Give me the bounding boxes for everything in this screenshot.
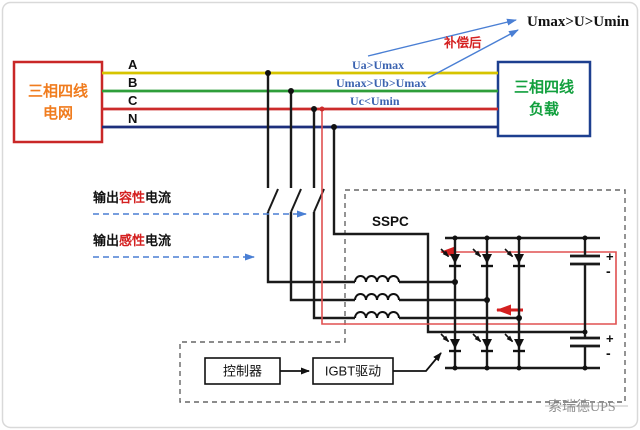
phase-drops [266, 73, 585, 334]
controller-label: 控制器 [223, 364, 262, 379]
wire-a-bottom [266, 212, 355, 284]
result-label: Umax>U>Umin [527, 14, 630, 30]
inductive-suffix: 电流 [145, 233, 171, 248]
junction-dot [582, 329, 588, 335]
compensation-arrow-2 [427, 29, 519, 79]
wire-b-bottom [289, 212, 355, 302]
compensation-arrow-1 [367, 18, 517, 57]
junction-dot [452, 235, 458, 241]
junction-dot [484, 297, 490, 303]
igbt-icon [505, 334, 525, 351]
voltage-label-ub: Umax>Ub>Umax [336, 76, 426, 90]
junction-dot [516, 315, 522, 321]
capacitor-2-minus-label: - [606, 345, 611, 361]
sspc-label: SSPC [372, 214, 409, 229]
source-label-line1: 三相四线 [28, 82, 88, 100]
phase-label-n: N [128, 111, 137, 126]
voltage-label-ua: Ua>Umax [352, 58, 404, 72]
voltage-annotations: Ua>Umax Umax>Ub>Umax Uc<Umin 补偿后 Umax>U>… [336, 14, 630, 108]
capacitive-current-label: 输出容性电流 [93, 190, 171, 205]
junction-dot [582, 235, 588, 241]
load-label-line1: 三相四线 [514, 78, 574, 96]
junction-dot [331, 124, 337, 130]
source-box-group: 三相四线 电网 [12, 60, 104, 144]
igbt-icon [473, 334, 493, 351]
junction-dot [452, 365, 458, 371]
capacitive-highlight: 容性 [118, 190, 145, 205]
voltage-label-uc: Uc<Umin [350, 94, 400, 108]
junction-dot [516, 365, 522, 371]
capacitor-1-minus-label: - [606, 263, 611, 279]
junction-dot [265, 70, 271, 76]
load-box-group: 三相四线 负载 [496, 60, 592, 138]
watermark: 索瑞德UPS [548, 398, 616, 415]
igbt-driver-label: IGBT驱动 [325, 364, 381, 379]
capacitor-2-plus-label: + [606, 331, 614, 346]
inductive-current-label: 输出感性电流 [93, 233, 171, 248]
driver-output-arrow [393, 352, 442, 372]
junction-dot [484, 235, 490, 241]
capacitive-suffix: 电流 [145, 190, 171, 205]
junction-dot [582, 365, 588, 371]
wire-c-bottom [312, 212, 355, 320]
control-section: 控制器 IGBT驱动 [204, 352, 442, 385]
capacitive-prefix: 输出 [93, 190, 119, 205]
junction-dot [484, 365, 490, 371]
load-box [496, 60, 592, 138]
phase-lines: A B C N [102, 57, 498, 129]
phase-label-c: C [128, 93, 138, 108]
sspc-dashed-border [179, 189, 626, 403]
junction-dot [452, 279, 458, 285]
junction-dot [288, 88, 294, 94]
source-label-line2: 电网 [43, 104, 73, 122]
neutral-wire [332, 127, 585, 334]
output-current-annotations: 输出容性电流 输出感性电流 [93, 190, 307, 261]
coil-c [354, 311, 400, 319]
igbt-bridge [445, 236, 600, 370]
inductive-highlight: 感性 [119, 233, 145, 248]
phase-label-b: B [128, 75, 137, 90]
inductive-prefix: 输出 [93, 233, 119, 248]
dc-capacitors: + - + - [570, 238, 614, 368]
junction-dots [265, 70, 588, 371]
compensation-label: 补偿后 [443, 35, 482, 50]
igbt-icon [441, 334, 461, 351]
load-label-line2: 负载 [529, 100, 559, 118]
source-box [12, 60, 104, 144]
red-current-wire [321, 109, 617, 325]
coil-b [354, 293, 400, 301]
junction-dot [516, 235, 522, 241]
compensation-current-path [319, 106, 617, 325]
junction-dot [311, 106, 317, 112]
controller-box [204, 357, 281, 385]
coil-a [354, 275, 400, 283]
phase-label-a: A [128, 57, 138, 72]
igbt-driver-box [312, 357, 394, 385]
switch-a [267, 188, 279, 213]
watermark-group: 索瑞德UPS [545, 398, 628, 415]
capacitor-1-plus-label: + [606, 249, 614, 264]
red-junction-dot [319, 106, 325, 112]
switch-b [290, 188, 302, 213]
